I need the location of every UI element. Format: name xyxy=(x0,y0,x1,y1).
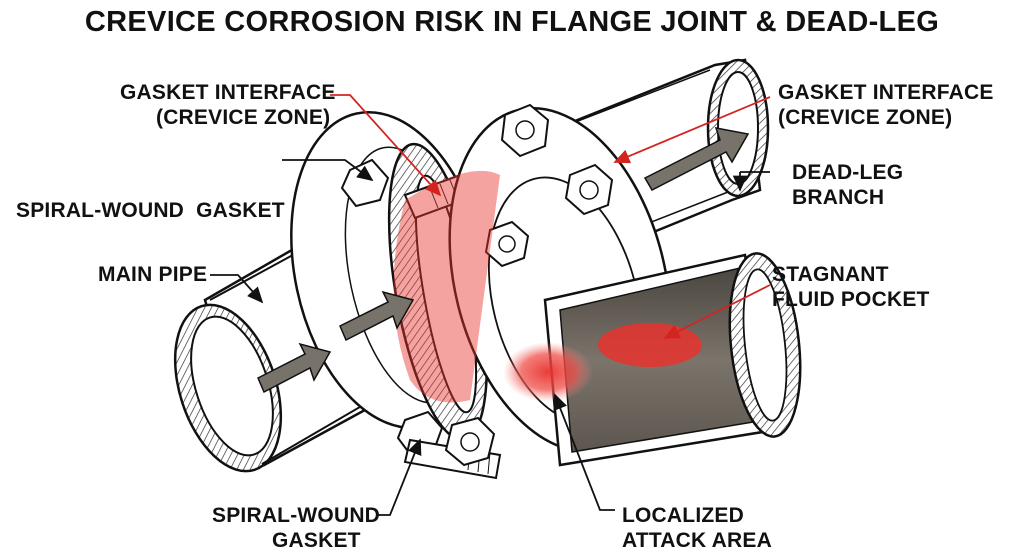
label-line: LOCALIZED xyxy=(622,504,744,527)
label-line: STAGNANT xyxy=(772,263,889,286)
label-line: ATTACK AREA xyxy=(622,529,772,552)
flow-arrows xyxy=(257,127,750,394)
label-line: MAIN PIPE xyxy=(98,263,208,286)
label-main-pipe: MAIN PIPE xyxy=(98,262,207,287)
label-line: BRANCH xyxy=(792,186,885,209)
flange-nut-bottom xyxy=(444,416,496,467)
flange-nut-right xyxy=(564,163,614,216)
stagnant-fluid-blob xyxy=(598,323,702,367)
label-localized-attack-area: LOCALIZED ATTACK AREA xyxy=(622,503,772,553)
flange-nut-left xyxy=(484,220,530,268)
flow-arrow-1 xyxy=(257,342,332,394)
label-gasket-interface-right: GASKET INTERFACE (CREVICE ZONE) xyxy=(778,80,994,130)
crevice-zone-highlight xyxy=(393,170,593,403)
label-spiral-wound-gasket-bottom: SPIRAL-WOUND GASKET xyxy=(212,503,380,553)
label-spiral-wound-gasket-top: SPIRAL-WOUND GASKET xyxy=(16,148,285,248)
localized-attack-glow xyxy=(503,342,593,402)
label-line: GASKET xyxy=(272,529,361,552)
label-line: GASKET INTERFACE xyxy=(120,81,336,104)
label-stagnant-fluid-pocket: STAGNANT FLUID POCKET xyxy=(772,262,930,312)
label-line: GASKET INTERFACE xyxy=(778,81,994,104)
flow-arrow-3 xyxy=(643,127,750,191)
label-gasket-interface-left: GASKET INTERFACE (CREVICE ZONE) xyxy=(120,80,336,130)
label-line: (CREVICE ZONE) xyxy=(156,106,331,129)
black-leader-lines xyxy=(210,159,770,516)
flange-nut-top xyxy=(500,103,550,158)
label-line: SPIRAL-WOUND xyxy=(212,504,381,527)
label-line: FLUID POCKET xyxy=(772,288,930,311)
label-line: DEAD-LEG xyxy=(792,161,904,184)
label-line: (CREVICE ZONE) xyxy=(778,106,953,129)
label-line: SPIRAL-WOUND GASKET xyxy=(16,199,285,222)
label-dead-leg-branch: DEAD-LEG BRANCH xyxy=(792,160,903,210)
flow-arrow-2 xyxy=(339,290,415,342)
red-leader-lines xyxy=(330,94,771,339)
diagram-title: CREVICE CORROSION RISK IN FLANGE JOINT &… xyxy=(84,6,940,38)
